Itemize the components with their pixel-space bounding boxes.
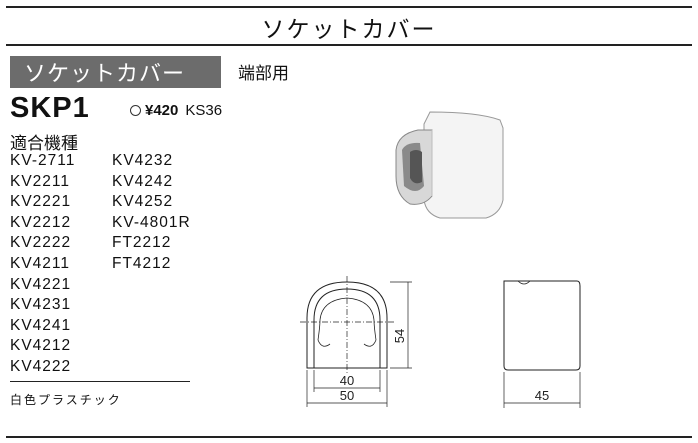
category-badge-label: ソケットカバー xyxy=(24,61,186,86)
list-separator xyxy=(10,381,190,382)
pack-code: KS36 xyxy=(185,102,223,119)
model-item: KV4232 xyxy=(112,152,174,169)
model-item: KV-2711 xyxy=(10,152,76,169)
dimension-depth-label: 45 xyxy=(535,388,549,403)
product-photo xyxy=(395,111,504,219)
compatible-models-column-1: KV-2711 KV2211 KV2221 KV2212 KV2222 KV42… xyxy=(10,151,75,378)
category-badge: ソケットカバー xyxy=(10,56,221,88)
model-item: KV4222 xyxy=(10,357,72,375)
model-item: KV2211 xyxy=(10,172,71,190)
dimension-height-label: 54 xyxy=(392,329,407,343)
model-item: KV4221 xyxy=(10,275,72,293)
usage-subtitle: 端部用 xyxy=(238,64,289,83)
model-item: KV4241 xyxy=(10,316,72,334)
material-note: 白色プラスチック xyxy=(10,393,122,407)
model-item: KV4242 xyxy=(112,172,174,190)
bottom-rule xyxy=(6,436,692,438)
model-item: KV4211 xyxy=(10,254,71,272)
model-item: FT2212 xyxy=(112,234,172,252)
front-view-drawing xyxy=(300,276,412,407)
dimension-inner-width-label: 40 xyxy=(340,373,354,388)
model-item: KV2222 xyxy=(10,234,72,252)
circle-icon xyxy=(130,105,141,116)
header-rule xyxy=(6,44,692,46)
side-view-drawing xyxy=(503,280,581,408)
price: ¥420 xyxy=(145,102,179,119)
model-item: KV4212 xyxy=(10,337,72,355)
model-item: KV-4801R xyxy=(112,213,191,231)
price-line: ¥420 KS36 xyxy=(130,102,222,119)
top-rule xyxy=(6,6,692,8)
model-item: FT4212 xyxy=(112,254,172,272)
product-code: SKP1 xyxy=(10,92,90,124)
dimension-outer-width-label: 50 xyxy=(340,388,354,403)
compatible-models-column-2: KV4232 KV4242 KV4252 KV-4801R FT2212 FT4… xyxy=(112,151,191,275)
model-item: KV2212 xyxy=(10,213,72,231)
page-title: ソケットカバー xyxy=(261,16,437,42)
model-item: KV4252 xyxy=(112,193,174,211)
model-item: KV2221 xyxy=(10,193,72,211)
model-item: KV4231 xyxy=(10,296,72,314)
compatible-models-label: 適合機種 xyxy=(10,134,78,153)
